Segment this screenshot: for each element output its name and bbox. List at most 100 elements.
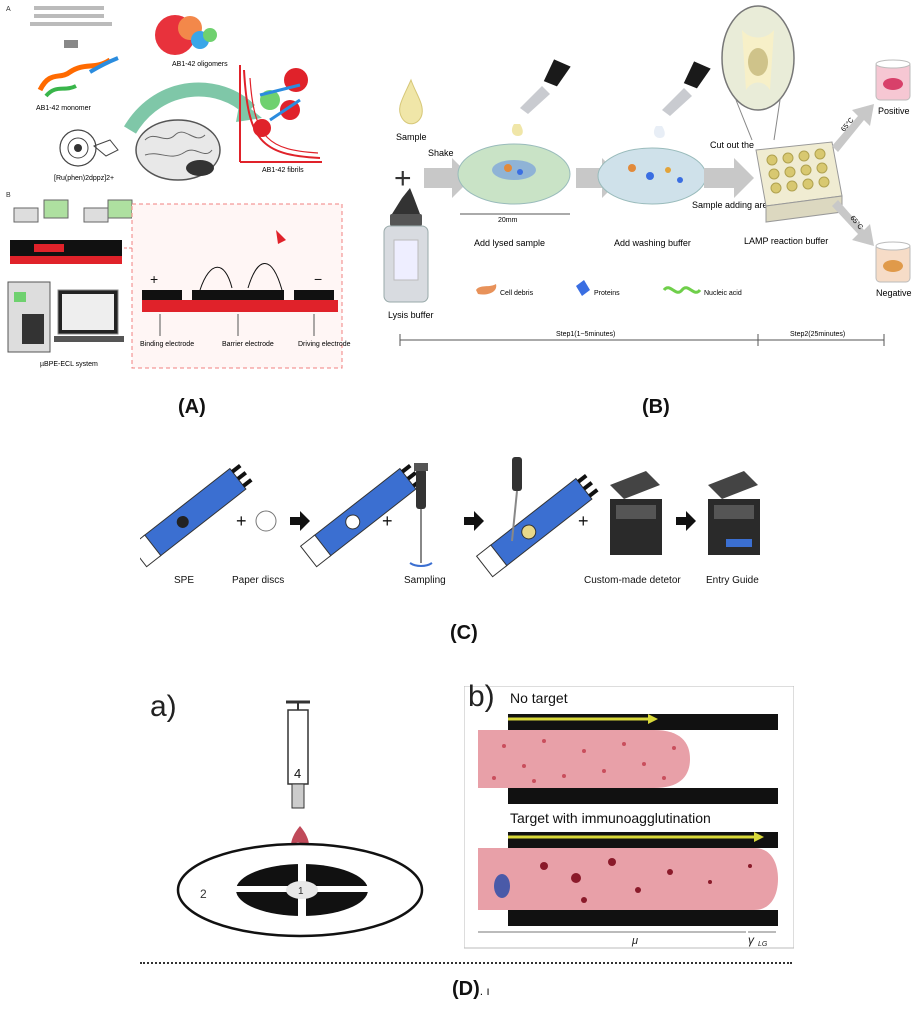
label-num-2: 2	[200, 887, 207, 901]
sample-drop-icon	[399, 78, 423, 125]
label-lamp: LAMP reaction buffer	[744, 236, 828, 246]
detector-icon	[610, 471, 662, 555]
panel-d-a: a) 4 3 1 2	[150, 680, 450, 950]
panel-label-d-text: (D)	[452, 978, 480, 1000]
arrow-c-3	[676, 511, 696, 531]
pipette-2-icon	[511, 457, 522, 542]
positive-tube	[875, 59, 911, 101]
caption-spe: SPE	[174, 575, 195, 586]
label-gamma: γ	[748, 933, 755, 947]
magnified-well	[721, 5, 795, 141]
label-no-target: No target	[510, 690, 568, 706]
caption-paper-discs: Paper discs	[232, 575, 285, 586]
aggregate-blob	[494, 874, 510, 898]
panel-a: A AB1-42 monomer AB1-42 oligomers [Ru(ph…	[0, 0, 352, 372]
panel-c-figure: + +	[129, 457, 760, 578]
label-oligomers: AB1-42 oligomers	[172, 61, 228, 68]
channel-top-wall-upper	[508, 714, 778, 730]
chip-setup	[10, 199, 133, 264]
plus-icon: +	[394, 162, 412, 195]
label-target: Target with immunoagglutination	[510, 810, 711, 826]
label-ru-complex: [Ru(phen)2dppz]2+	[54, 175, 114, 182]
label-step-2: Step2(25minutes)	[790, 331, 845, 338]
panel-label-c: (C)	[450, 622, 478, 644]
panel-label-b: (B)	[642, 396, 670, 418]
dropper-2-icon	[653, 61, 711, 138]
channel-bottom-wall-lower	[508, 910, 778, 926]
monomer-ribbon	[37, 56, 119, 98]
label-cut: Cut out the	[710, 140, 754, 150]
legend-label-proteins: Proteins	[594, 290, 620, 297]
arrow-bottom	[508, 832, 764, 842]
arrow-c-2	[464, 511, 484, 531]
panel-b: Sample + Shake Lysis buffer 20mm Add lys…	[380, 0, 923, 372]
fibril-plot	[239, 65, 322, 163]
instrument	[7, 281, 124, 353]
peptide-sequence	[30, 6, 112, 26]
caption-sampling: Sampling	[404, 575, 446, 586]
paper-disc-icon	[255, 510, 277, 532]
label-sample: Sample	[396, 132, 427, 142]
label-add-lysed: Add lysed sample	[474, 238, 545, 248]
plus-c-1: +	[236, 511, 247, 531]
label-mu: μ	[631, 935, 638, 947]
caption-detector: Custom-made detetor	[584, 575, 681, 586]
caption-entry-guide: Entry Guide	[706, 575, 759, 586]
plus-c-2: +	[382, 511, 393, 531]
label-sample-adding: Sample adding area	[692, 200, 773, 210]
label-add-washing: Add washing buffer	[614, 238, 691, 248]
legend-nucleic-acid-icon	[662, 286, 702, 294]
label-shake: Shake	[428, 148, 454, 158]
panel-label-d: (D). ı	[452, 978, 490, 1001]
panel-d-a-label: a)	[150, 690, 177, 723]
panel-d-b-label: b)	[468, 680, 495, 713]
arrow-c-1	[290, 511, 310, 531]
panel-label-d-suffix: . ı	[479, 984, 490, 998]
label-num-4: 4	[294, 766, 301, 781]
fluid-no-target	[478, 730, 690, 788]
ru-complex	[59, 129, 119, 167]
plus-c-3: +	[578, 511, 589, 531]
chip-pattern	[236, 864, 368, 916]
label-step-1: Step1(1~5minutes)	[556, 331, 615, 338]
syringe-icon	[286, 700, 310, 809]
panel-a-figure: A AB1-42 monomer AB1-42 oligomers [Ru(ph…	[6, 6, 351, 369]
label-fibrils: AB1-42 fibrils	[262, 167, 304, 174]
panel-d-b: μ γ LG b) No target Target with immunoag…	[463, 680, 795, 950]
svg-text:+: +	[150, 271, 158, 287]
legend-cell-debris-icon	[476, 284, 497, 295]
lysis-bottle-icon	[383, 188, 429, 303]
label-positive: Positive	[878, 106, 910, 116]
panel-d-b-figure: μ γ LG	[463, 685, 795, 949]
panel-b-figure: Sample + Shake Lysis buffer 20mm Add lys…	[383, 5, 912, 346]
panel-label-a: (A)	[178, 396, 206, 418]
label-num-1: 1	[298, 886, 304, 897]
electrode-diagram: + −	[124, 203, 343, 369]
panel-a-sublabel-b: B	[6, 192, 11, 199]
spe-strip	[129, 464, 253, 568]
legend-proteins-icon	[576, 280, 590, 296]
fluid-target	[478, 848, 778, 910]
timeline	[399, 334, 885, 346]
panel-a-sublabel-a: A	[6, 6, 11, 13]
dropper-1-icon	[511, 59, 571, 136]
legend-label-cell-debris: Cell debris	[500, 290, 534, 297]
pipette-icon	[409, 463, 433, 567]
arrow-negative	[832, 200, 874, 246]
label-monomer: AB1-42 monomer	[36, 105, 92, 112]
equal-sign	[64, 40, 78, 48]
entry-guide-icon	[708, 471, 760, 555]
label-size: 20mm	[498, 217, 518, 224]
label-barrier-electrode: Barrier electrode	[222, 341, 274, 348]
panel-c: + +	[129, 455, 800, 605]
dotted-divider	[140, 962, 792, 964]
arrow-top	[508, 714, 658, 724]
spe-strip-with-disc	[299, 464, 423, 568]
label-binding-electrode: Binding electrode	[140, 341, 194, 348]
channel-top-wall-lower	[508, 788, 778, 804]
label-gamma-sub: LG	[758, 941, 768, 948]
reaction-plate	[755, 141, 843, 223]
arrow-positive	[832, 104, 874, 152]
oligomer-cluster	[155, 15, 217, 55]
legend-label-nucleic-acid: Nucleic acid	[704, 290, 742, 297]
